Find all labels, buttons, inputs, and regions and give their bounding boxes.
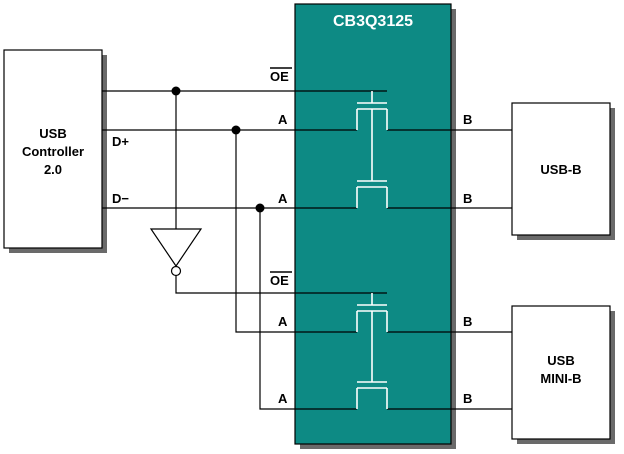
switch-transistors (356, 91, 388, 409)
usb-controller-label-line1: USB (39, 126, 66, 141)
bottom-a1-label: A (278, 314, 288, 329)
inverter-triangle (149, 228, 203, 268)
dminus-branch-wire (259, 208, 357, 410)
bottom-oe-label: OE (270, 273, 289, 288)
usb-controller-label-line2: Controller (22, 144, 84, 159)
transistor-bottom-2 (356, 381, 388, 409)
dplus-branch-wire (235, 130, 357, 333)
usb-controller-block (3, 49, 103, 249)
dplus-junction-dot (231, 125, 241, 135)
dplus-label: D+ (112, 134, 129, 149)
oe-inverted-wire (175, 276, 387, 294)
usb-mini-b-label-line2: MINI-B (540, 371, 581, 386)
wiring (102, 90, 512, 410)
inverter-symbol (149, 228, 203, 277)
top-b2-label: B (463, 191, 472, 206)
chip-body (294, 3, 452, 445)
bottom-a2-label: A (278, 391, 288, 406)
top-oe-label: OE (270, 69, 289, 84)
transistor-top-2 (356, 180, 388, 208)
top-a1-label: A (278, 112, 288, 127)
usb-mini-b-block (511, 305, 611, 440)
usb-controller-label-line3: 2.0 (44, 162, 62, 177)
dminus-label: D− (112, 191, 129, 206)
usb-mini-b-label-line1: USB (547, 353, 574, 368)
inverter-bubble (170, 265, 182, 277)
dminus-junction-dot (255, 203, 265, 213)
bottom-b2-label: B (463, 391, 472, 406)
oe-junction-dot (171, 86, 181, 96)
top-a2-label: A (278, 191, 288, 206)
junctions (171, 86, 265, 213)
bottom-b1-label: B (463, 314, 472, 329)
usb-b-label: USB-B (540, 162, 581, 177)
usb-b-block (511, 102, 611, 236)
chip-title: CB3Q3125 (333, 13, 413, 30)
top-b1-label: B (463, 112, 472, 127)
